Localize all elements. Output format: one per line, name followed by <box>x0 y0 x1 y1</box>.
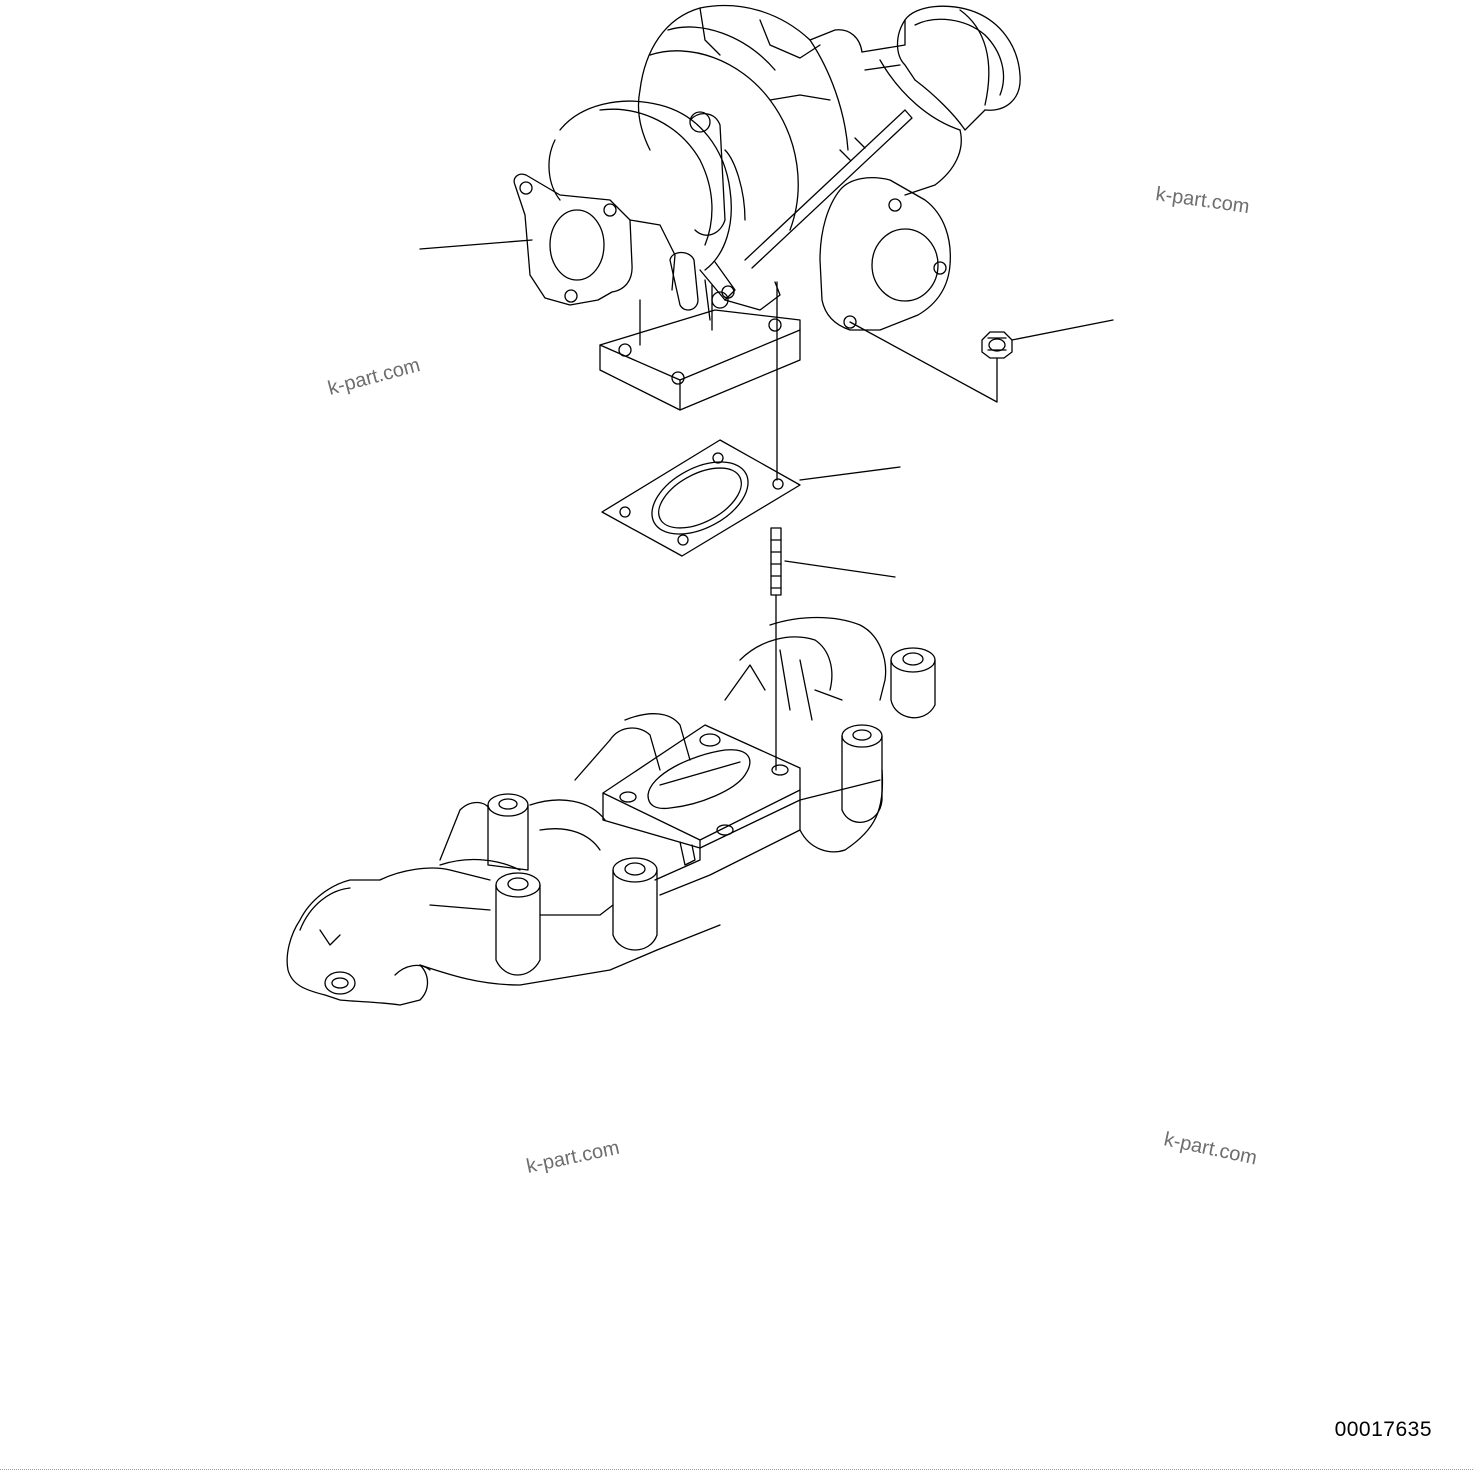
document-number: 00017635 <box>1334 1418 1432 1441</box>
turbocharger-drawing <box>513 4 1021 411</box>
watermark-3: k-part.com <box>524 1137 621 1178</box>
exhaust-manifold-drawing <box>286 616 936 1006</box>
watermark-2: k-part.com <box>326 354 423 400</box>
nut-drawing <box>981 331 1013 359</box>
bottom-border <box>0 1469 1473 1470</box>
stud-drawing <box>770 527 782 596</box>
watermark-4: k-part.com <box>1162 1128 1259 1169</box>
watermark-1: k-part.com <box>1154 183 1251 218</box>
gasket-drawing <box>601 439 801 557</box>
leader-lines <box>419 239 1114 771</box>
